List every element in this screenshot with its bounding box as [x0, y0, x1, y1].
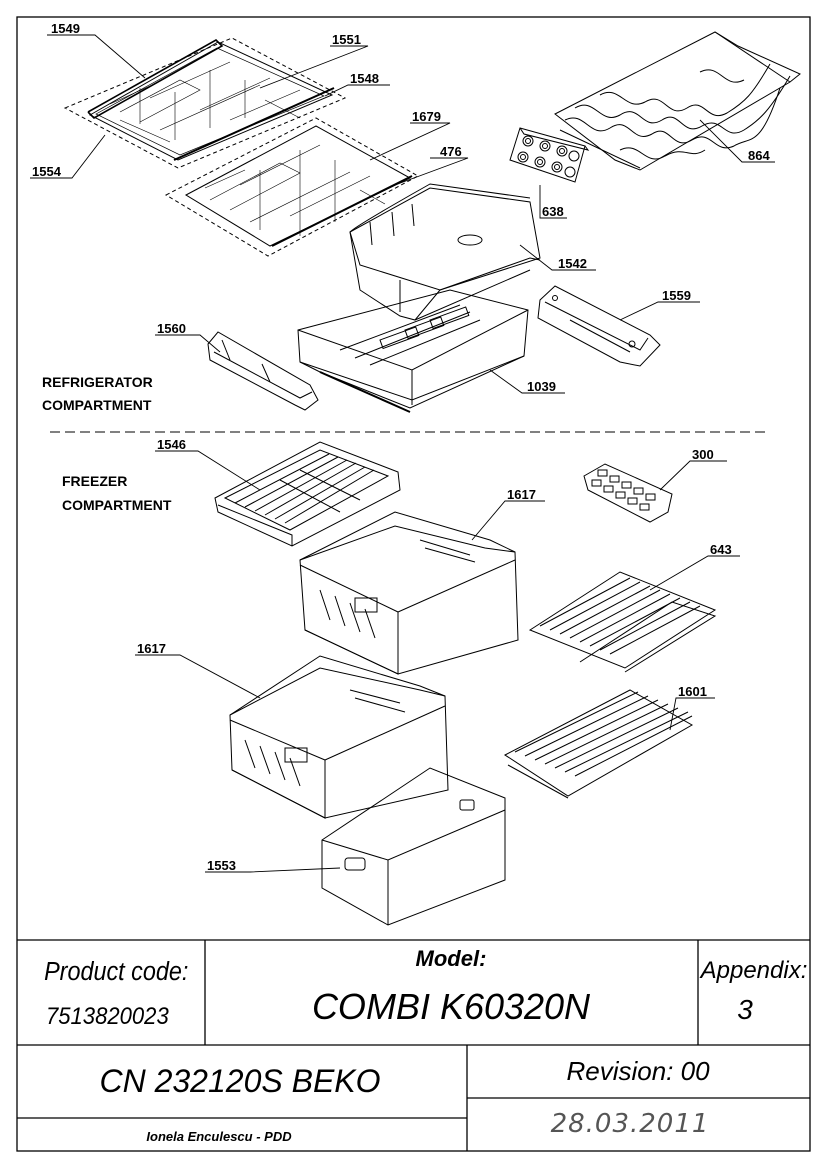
freezer-grid-shelf — [214, 441, 401, 547]
date: 28.03.2011 — [551, 1109, 710, 1139]
label-300: 300 — [692, 447, 714, 462]
label-1617-upper: 1617 — [507, 487, 536, 502]
label-1549: 1549 — [51, 21, 80, 36]
label-1553: 1553 — [207, 858, 236, 873]
section-refrigerator-line2: COMPARTMENT — [42, 397, 152, 413]
ice-cube-tray — [583, 463, 673, 523]
appendix-value: 3 — [737, 994, 753, 1025]
author: Ionela Enculescu - PDD — [146, 1129, 292, 1144]
bottom-freezer-drawer — [321, 767, 506, 926]
label-1039: 1039 — [527, 379, 556, 394]
label-643: 643 — [710, 542, 732, 557]
product-code-label: Product code: — [44, 958, 188, 986]
label-1601: 1601 — [678, 684, 707, 699]
leader-lines — [30, 34, 775, 873]
label-1560: 1560 — [157, 321, 186, 336]
crisper-cover-frame — [297, 289, 529, 413]
freezer-drawer-lower — [229, 655, 449, 819]
section-freezer-line1: FREEZER — [62, 473, 127, 489]
label-864: 864 — [748, 148, 770, 163]
product-code-value: 7513820023 — [46, 1002, 169, 1029]
label-638: 638 — [542, 204, 564, 219]
title-block — [17, 939, 810, 1151]
label-1559: 1559 — [662, 288, 691, 303]
section-freezer-line2: COMPARTMENT — [62, 497, 172, 513]
egg-tray — [509, 127, 590, 183]
label-1548: 1548 — [350, 71, 379, 86]
label-1617-lower: 1617 — [137, 641, 166, 656]
drawing-frame — [16, 16, 811, 1152]
label-1551: 1551 — [332, 32, 361, 47]
label-1542: 1542 — [558, 256, 587, 271]
freezer-drawer-upper — [299, 511, 519, 675]
glass-shelf-upper — [63, 37, 347, 169]
wire-shelf-lower — [504, 689, 694, 799]
label-1554: 1554 — [32, 164, 62, 179]
revision: Revision: 00 — [566, 1056, 710, 1086]
crisper-drawer — [349, 183, 541, 321]
drawer-rail-left — [207, 331, 319, 411]
model-value: COMBI K60320N — [312, 986, 591, 1027]
wire-shelf-upper — [528, 571, 717, 673]
label-476: 476 — [440, 144, 462, 159]
drawer-rail-right — [537, 285, 661, 367]
glass-shelf-lower — [164, 117, 420, 257]
label-1679: 1679 — [412, 109, 441, 124]
appendix-label: Appendix: — [699, 957, 808, 984]
label-1546: 1546 — [157, 437, 186, 452]
cn-reference: CN 232120S BEKO — [99, 1063, 380, 1099]
model-label: Model: — [416, 946, 487, 971]
wine-rack — [554, 31, 801, 171]
section-refrigerator-line1: REFRIGERATOR — [42, 374, 153, 390]
